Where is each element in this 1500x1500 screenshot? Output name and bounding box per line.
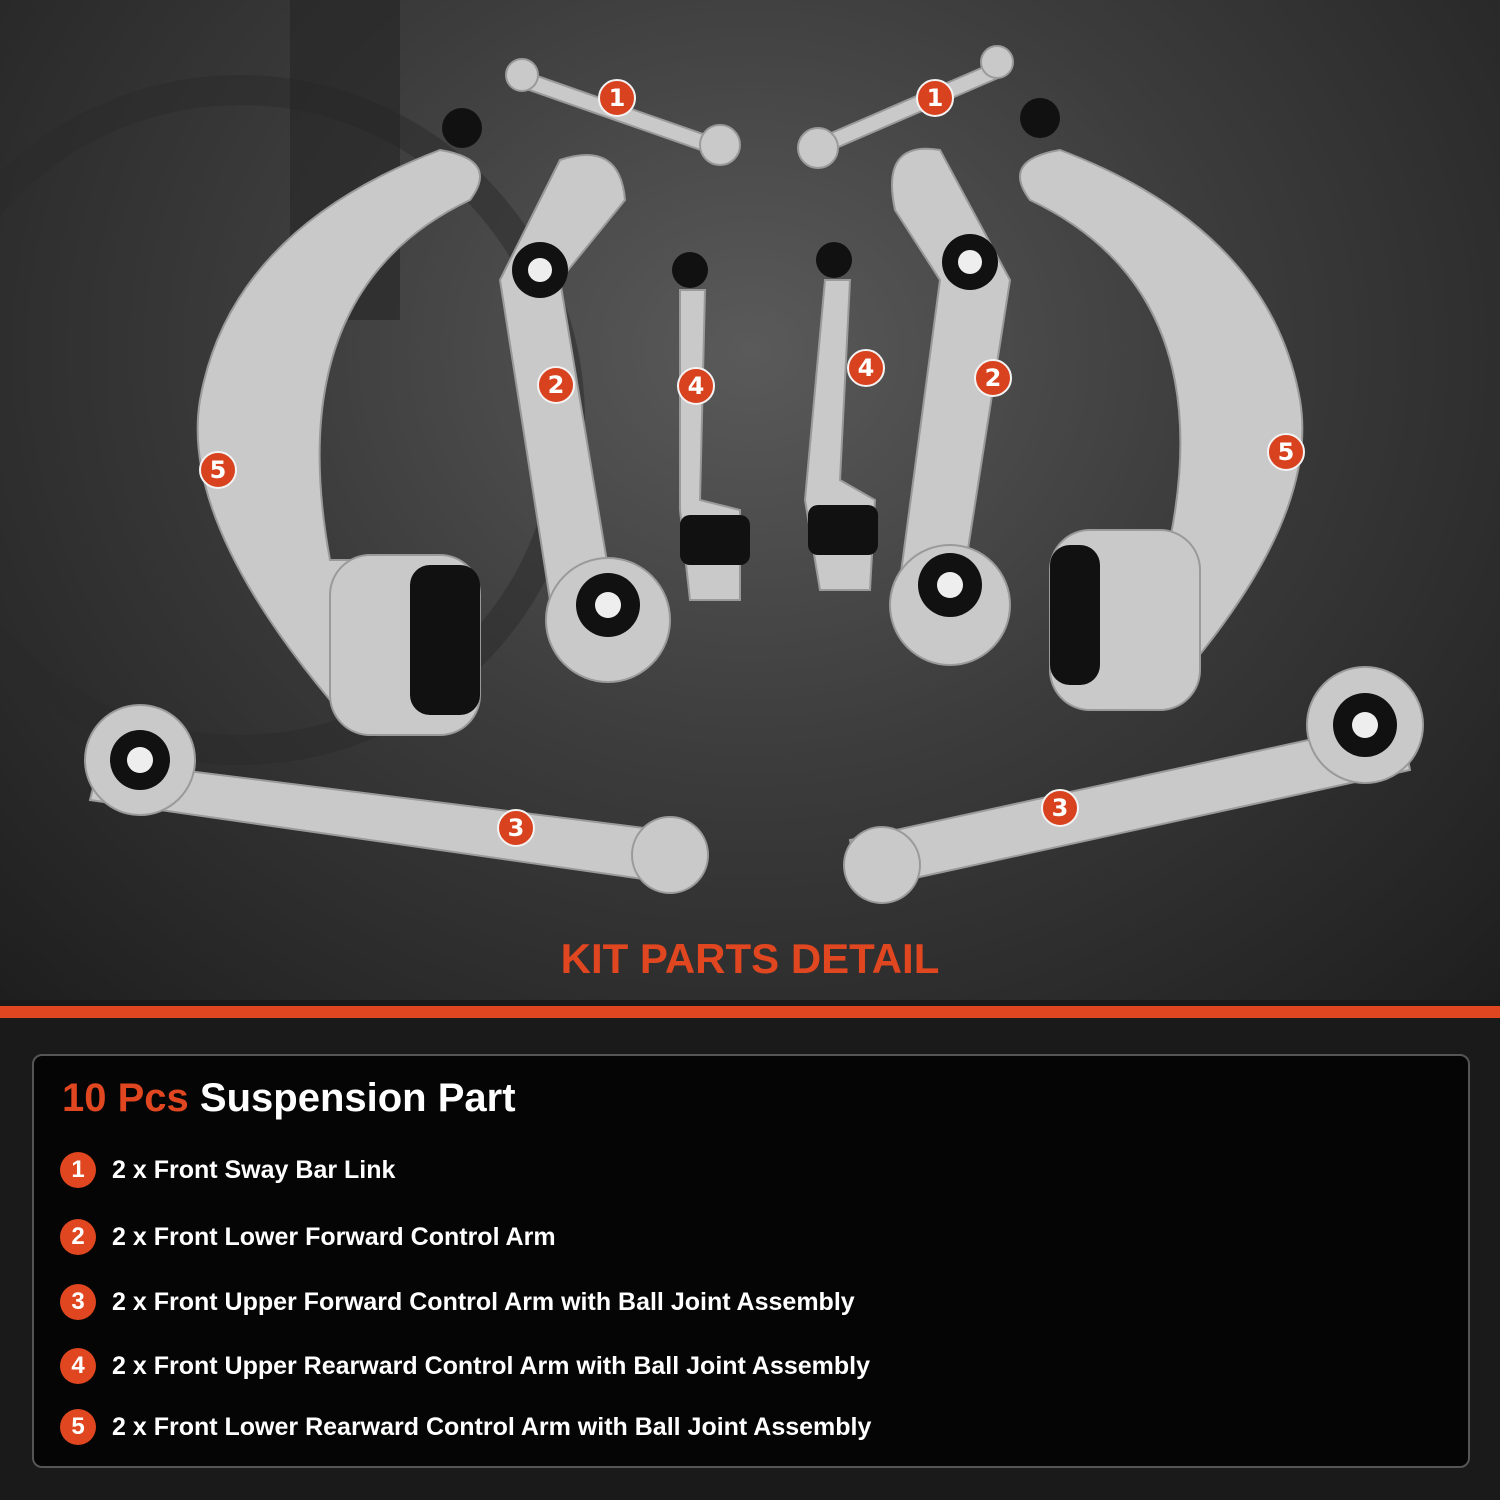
list-item: 2 2 x Front Lower Forward Control Arm [60,1219,556,1255]
piece-count: 10 Pcs [62,1076,189,1120]
panel-title-text: Suspension Part [199,1076,516,1120]
item-number-badge: 3 [60,1284,96,1320]
callout-badge: 1 [916,79,954,117]
item-label: 2 x Front Lower Forward Control Arm [112,1222,556,1251]
section-title: KIT PARTS DETAIL [560,935,940,982]
item-label: 2 x Front Sway Bar Link [112,1155,396,1184]
callout-badge: 2 [974,359,1012,397]
item-number-badge: 4 [60,1348,96,1384]
panel-title: 10 Pcs Suspension Part [62,1076,516,1121]
list-item: 4 2 x Front Upper Rearward Control Arm wi… [60,1348,870,1384]
item-number-badge: 5 [60,1409,96,1445]
callout-badge: 2 [537,366,575,404]
product-photo: 1 1 2 2 3 3 4 4 5 5 [0,0,1500,1000]
callout-badge: 5 [199,451,237,489]
list-item: 5 2 x Front Lower Rearward Control Arm wi… [60,1409,871,1445]
callout-badge: 3 [497,809,535,847]
callout-badge: 1 [598,79,636,117]
suspension-parts-illustration [84,45,1424,904]
callout-badge: 3 [1041,789,1079,827]
item-label: 2 x Front Upper Rearward Control Arm wit… [112,1351,870,1380]
callout-badge: 4 [847,349,885,387]
item-number-badge: 1 [60,1152,96,1188]
list-item: 3 2 x Front Upper Forward Control Arm wit… [60,1284,855,1320]
item-label: 2 x Front Upper Forward Control Arm with… [112,1287,855,1316]
callout-badge: 4 [677,367,715,405]
divider-stripe [0,1006,1500,1018]
callout-badge: 5 [1267,433,1305,471]
item-label: 2 x Front Lower Rearward Control Arm wit… [112,1412,872,1441]
parts-list-panel: 10 Pcs Suspension Part 1 2 x Front Sway B… [32,1054,1470,1468]
item-number-badge: 2 [60,1219,96,1255]
list-item: 1 2 x Front Sway Bar Link [60,1152,395,1188]
